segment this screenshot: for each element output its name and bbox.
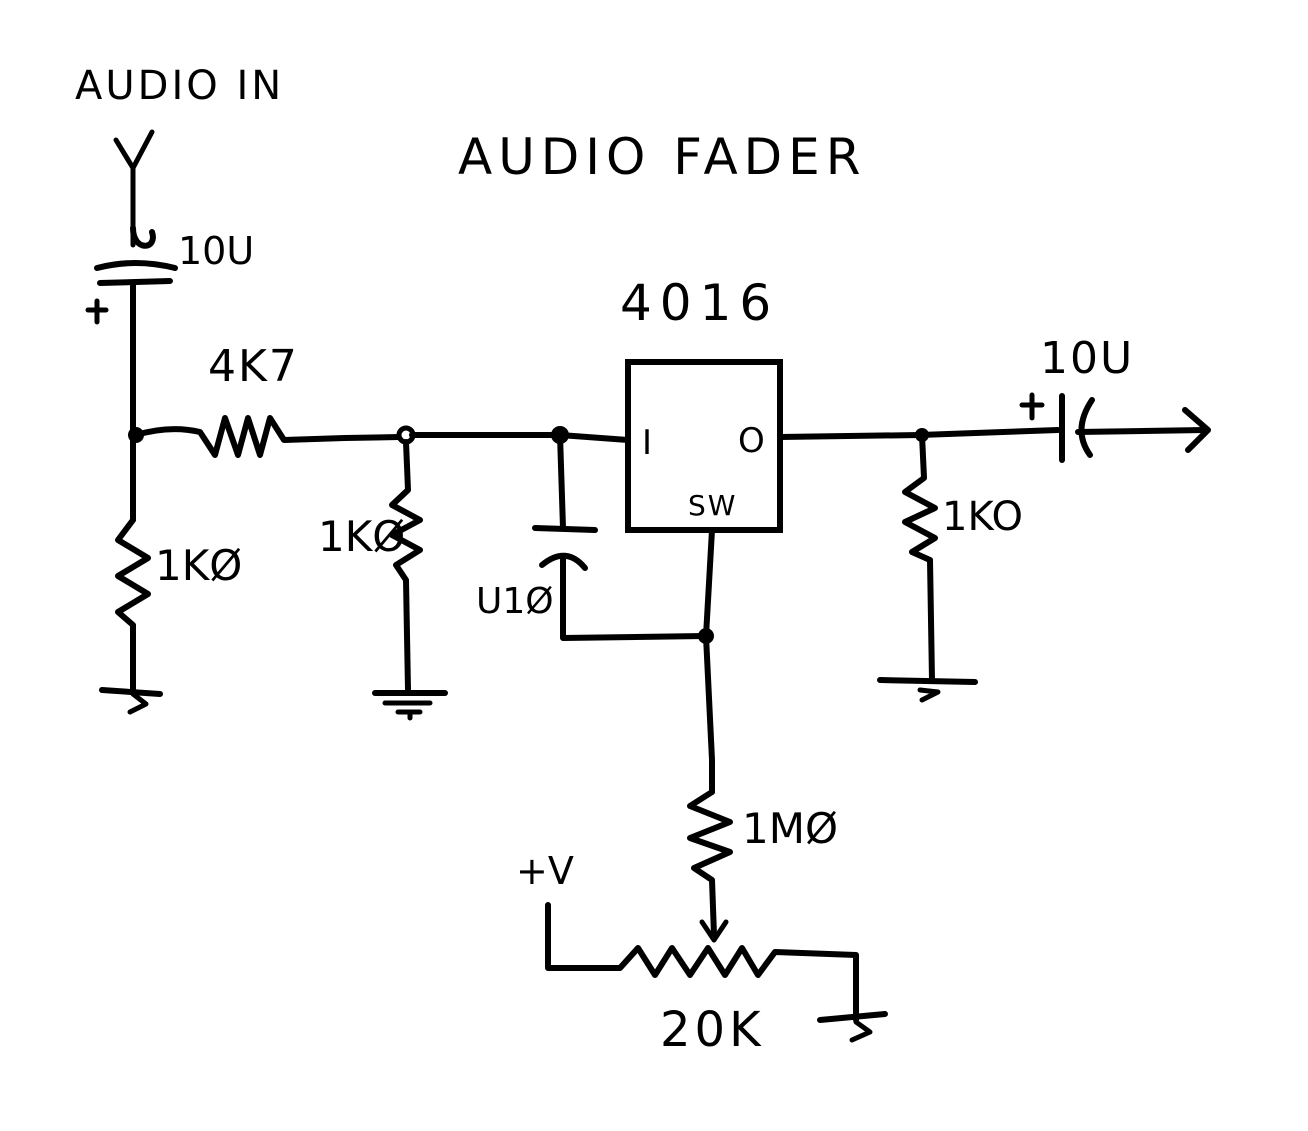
ic-part-number: 4016 [620,274,780,332]
input-capacitor-value: 10U [178,229,255,273]
output-capacitor-symbol [1019,392,1211,463]
potentiometer-symbol [545,902,859,1023]
supply-label: +V [516,849,574,893]
input-shunt-resistor-symbol [115,517,151,693]
ground-3-icon [877,677,978,703]
input-shunt-resistor-value: 1KØ [155,541,243,590]
control-junction-dot [698,628,714,644]
control-resistor-symbol [687,789,733,938]
potentiometer-value: 20K [660,1002,765,1058]
ic-input-wire [409,432,631,443]
bypass-capacitor-symbol [532,432,708,641]
input-label: AUDIO IN [75,63,285,109]
control-resistor-value: 1MØ [742,804,839,853]
output-shunt-resistor-symbol [902,432,938,683]
ic-pin-out: O [738,421,765,461]
mid-shunt-resistor-symbol [389,439,423,693]
series-resistor-symbol [133,415,403,458]
mid-shunt-resistor-value: 1KØ [318,512,406,561]
ground-4-icon [817,1011,888,1043]
diagram-title: AUDIO FADER [458,128,867,186]
wiper-arrow-icon [699,919,729,943]
ic-4016-body [625,359,783,533]
ground-1-icon [99,687,163,715]
bypass-capacitor-value: U1Ø [476,581,554,622]
output-capacitor-value: 10U [1040,333,1135,384]
series-resistor-value: 4K7 [208,341,299,392]
control-wire [703,527,715,795]
ground-2-icon [372,690,448,721]
output-shunt-resistor-value: 1KO [942,494,1023,540]
ic-pin-control: SW [688,489,738,522]
ic-pin-in: I [642,423,653,463]
